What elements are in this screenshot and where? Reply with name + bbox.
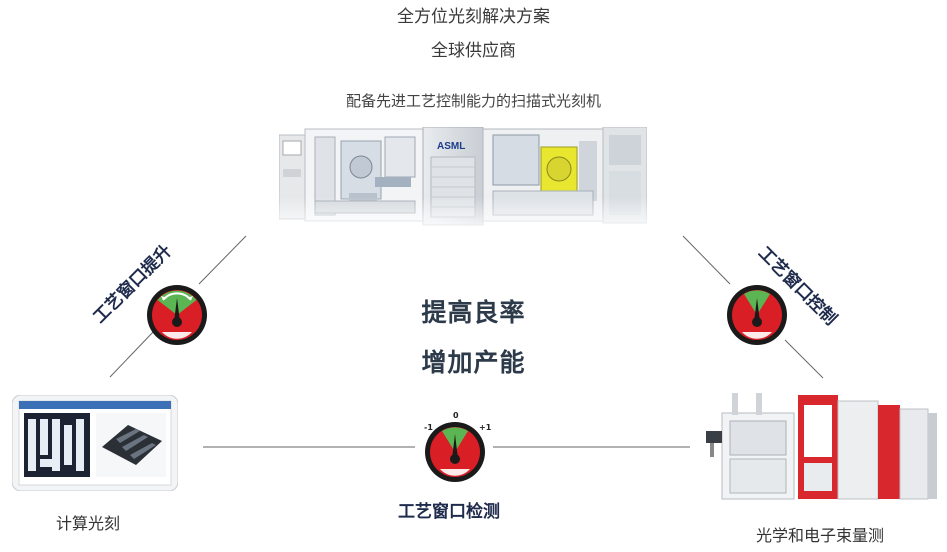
gauge-tick-zero: 0 <box>453 411 459 420</box>
node-label-computational-litho: 计算光刻 <box>56 514 121 533</box>
scanner-machine-image: ASML <box>278 126 648 231</box>
gauge-icon-control <box>726 284 788 346</box>
asml-logo: ASML <box>437 141 465 152</box>
scanner-caption: 配备先进工艺控制能力的扫描式光刻机 <box>345 92 601 110</box>
node-label-metrology: 光学和电子束量测 <box>756 526 885 545</box>
computational-litho-image <box>11 394 179 492</box>
center-line-productivity: 增加产能 <box>421 348 526 377</box>
header-subtitle: 全球供应商 <box>431 41 516 61</box>
metrology-machine-image <box>700 383 937 505</box>
gauge-icon-inspection <box>418 410 492 484</box>
gauge-tick-minus: -1 <box>424 423 433 432</box>
gauge-tick-plus: +1 <box>479 423 492 432</box>
edge-label-bottom: 工艺窗口检测 <box>398 502 500 522</box>
header-title: 全方位光刻解决方案 <box>397 7 550 27</box>
center-line-yield: 提高良率 <box>421 298 526 327</box>
gauge-icon-improve <box>146 284 208 346</box>
